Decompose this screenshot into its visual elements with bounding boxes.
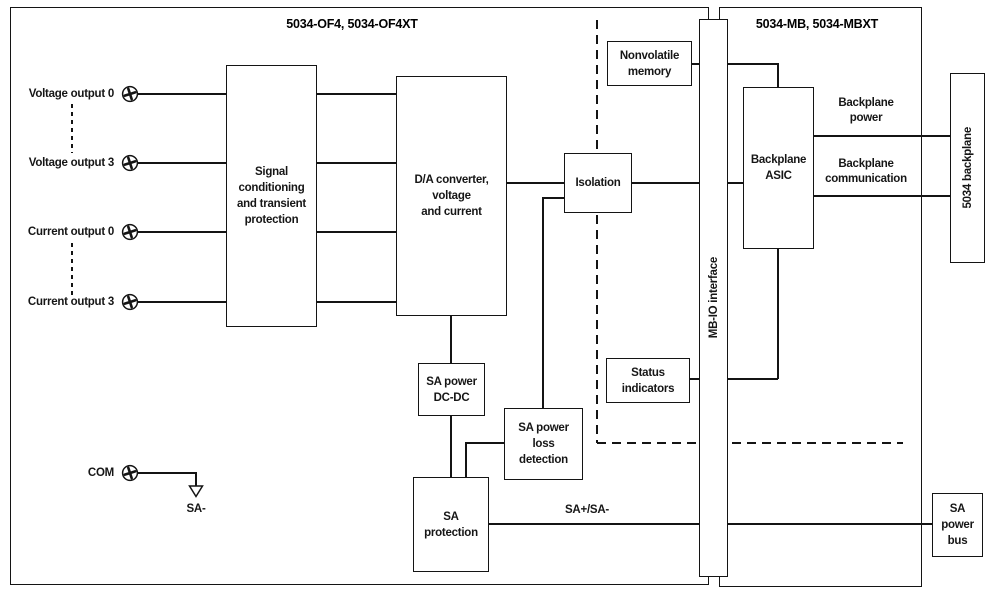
wire-signal-to-da xyxy=(317,162,396,164)
left-module-title: 5034-OF4, 5034-OF4XT xyxy=(286,17,418,31)
status-indicators-box: Status indicators xyxy=(606,358,690,403)
wire-loss-to-protection xyxy=(466,442,504,444)
wire-backplane-communication xyxy=(814,195,950,197)
wire-da-to-isolation xyxy=(507,182,564,184)
terminal-label-current0: Current output 0 xyxy=(27,226,114,238)
right-module-title: 5034-MB, 5034-MBXT xyxy=(755,17,879,31)
screw-terminal-icon xyxy=(121,223,139,241)
isolation-box: Isolation xyxy=(564,153,632,213)
sa-protection-box: SA protection xyxy=(413,477,489,572)
wire-nvm-to-mbio xyxy=(692,63,700,65)
wire-dcdc-to-protection xyxy=(450,416,452,477)
wire-signal-to-da xyxy=(317,93,396,95)
wire-signal-to-da xyxy=(317,301,396,303)
screw-terminal-icon xyxy=(121,154,139,172)
backplane-5034-bar: 5034 backplane xyxy=(950,73,985,263)
wire-asic-down xyxy=(777,249,779,379)
wire-status-to-mbio xyxy=(690,378,700,380)
nonvolatile-memory-box: Nonvolatile memory xyxy=(607,41,692,86)
sa-power-dcdc-box: SA power DC-DC xyxy=(418,363,485,416)
wire-isolation-to-loss xyxy=(542,197,544,408)
terminal-label-com: COM xyxy=(87,467,114,479)
wire-com xyxy=(138,472,196,474)
ground-icon xyxy=(188,485,204,498)
sa-power-bus-box: SA power bus xyxy=(932,493,983,557)
wire-mbio-to-asic-top xyxy=(777,63,779,87)
da-converter-box: D/A converter, voltage and current xyxy=(396,76,507,316)
wire-voltage3 xyxy=(138,162,226,164)
wire-da-to-dcdc xyxy=(450,316,452,363)
wire-loss-to-protection xyxy=(465,442,467,477)
wire-mbio-to-asic-top xyxy=(728,63,778,65)
wire-current0 xyxy=(138,231,226,233)
screw-terminal-icon xyxy=(121,293,139,311)
backplane-5034-label: 5034 backplane xyxy=(961,127,974,209)
terminal-label-current3: Current output 3 xyxy=(27,296,114,308)
wire-isolation-to-asic xyxy=(632,182,743,184)
wire-voltage0 xyxy=(138,93,226,95)
isolation-boundary-horizontal xyxy=(597,442,903,444)
wire-com xyxy=(195,472,197,486)
wire-signal-to-da xyxy=(317,231,396,233)
mb-io-interface-label: MB-IO interface xyxy=(707,257,720,339)
isolation-boundary-vertical xyxy=(596,20,598,443)
screw-terminal-icon xyxy=(121,464,139,482)
wire-isolation-to-loss xyxy=(543,197,564,199)
terminal-ellipsis xyxy=(71,243,73,296)
terminal-label-voltage0: Voltage output 0 xyxy=(28,88,114,100)
wire-current3 xyxy=(138,301,226,303)
signal-conditioning-box: Signal conditioning and transient protec… xyxy=(226,65,317,327)
backplane-power-label: Backplane power xyxy=(838,97,894,124)
screw-terminal-icon xyxy=(121,85,139,103)
terminal-ellipsis xyxy=(71,104,73,153)
sa-minus-label: SA- xyxy=(186,503,206,515)
wire-backplane-power xyxy=(814,135,950,137)
backplane-asic-box: Backplane ASIC xyxy=(743,87,814,249)
terminal-label-voltage3: Voltage output 3 xyxy=(28,157,114,169)
backplane-communication-label: Backplane communication xyxy=(825,158,907,185)
mb-io-interface-bar: MB-IO interface xyxy=(699,19,728,577)
sa-power-loss-detection-box: SA power loss detection xyxy=(504,408,583,480)
sa-plus-minus-label: SA+/SA- xyxy=(565,504,609,516)
wire-asic-to-mbio xyxy=(728,378,778,380)
